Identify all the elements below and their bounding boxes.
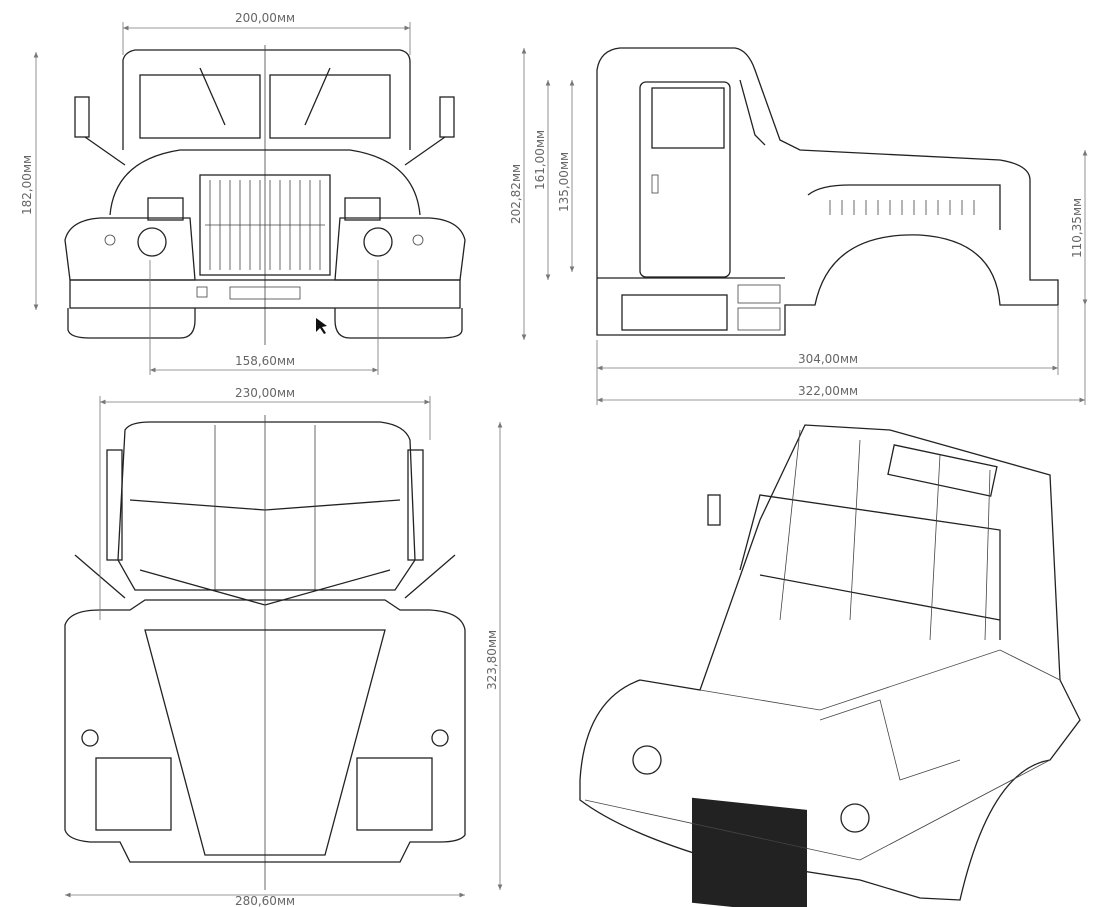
top-width-label: 230,00мм <box>235 386 295 400</box>
front-view <box>64 45 466 345</box>
side-total-height-label: 202,82мм <box>509 164 523 224</box>
side-door-inner-label: 135,00мм <box>557 152 571 212</box>
side-total-length-label: 322,00мм <box>798 384 858 398</box>
side-door-height-label: 161,00мм <box>533 130 547 190</box>
front-height-label: 182,00мм <box>20 155 34 215</box>
side-fender-height-label: 110,35мм <box>1070 198 1084 258</box>
top-view <box>64 415 466 890</box>
top-bottom-width-label: 280,60мм <box>235 894 295 907</box>
side-view <box>596 47 1059 336</box>
side-length-label: 304,00мм <box>798 352 858 366</box>
dimensions: 200,00мм 182,00мм 158,60мм 202,82мм 161,… <box>20 11 1088 907</box>
front-track-label: 158,60мм <box>235 354 295 368</box>
top-length-label: 323,80мм <box>485 630 499 690</box>
front-width-label: 200,00мм <box>235 11 295 25</box>
isometric-view <box>579 424 1081 907</box>
cursor-icon <box>316 318 327 334</box>
